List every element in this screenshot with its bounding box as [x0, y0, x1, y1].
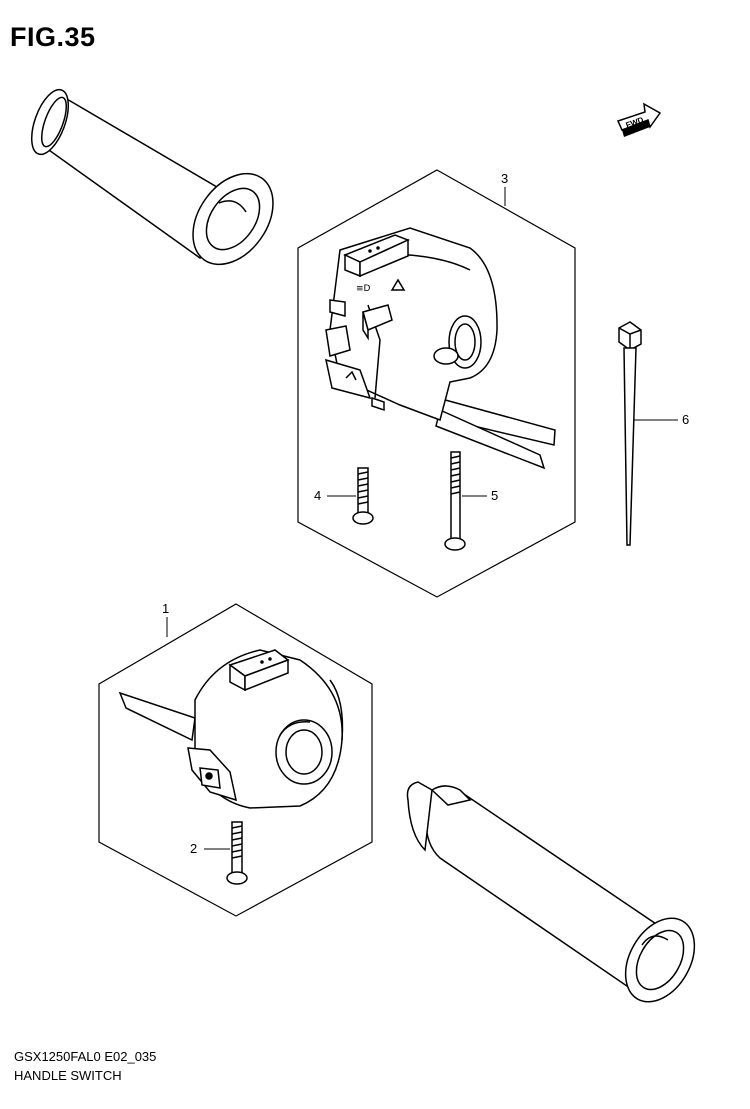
callout-1: 1 [162, 601, 169, 616]
fwd-arrow-icon: FWD [618, 104, 660, 137]
left-switch-kit-frame: 1 [99, 601, 372, 916]
cable-tie-6[interactable] [619, 322, 641, 545]
screw-5[interactable] [445, 452, 465, 550]
callout-4: 4 [314, 488, 321, 503]
left-handle-switch[interactable] [120, 650, 343, 808]
footer-diagram-name: HANDLE SWITCH [14, 1068, 122, 1083]
callout-5: 5 [491, 488, 498, 503]
callout-2: 2 [190, 841, 197, 856]
figure-title: FIG.35 [10, 22, 96, 52]
right-handle-switch[interactable]: ≡D [326, 228, 555, 468]
right-switch-kit-frame: 3 [298, 170, 575, 597]
callout-6: 6 [682, 412, 689, 427]
screw-2[interactable] [227, 822, 247, 884]
right-handlebar-grip[interactable] [407, 782, 708, 1014]
callout-3: 3 [501, 171, 508, 186]
screw-4[interactable] [353, 468, 373, 524]
left-handlebar-grip[interactable] [24, 85, 289, 280]
footer-diagram-code: GSX1250FAL0 E02_035 [14, 1049, 157, 1064]
svg-text:≡D: ≡D [356, 284, 371, 294]
